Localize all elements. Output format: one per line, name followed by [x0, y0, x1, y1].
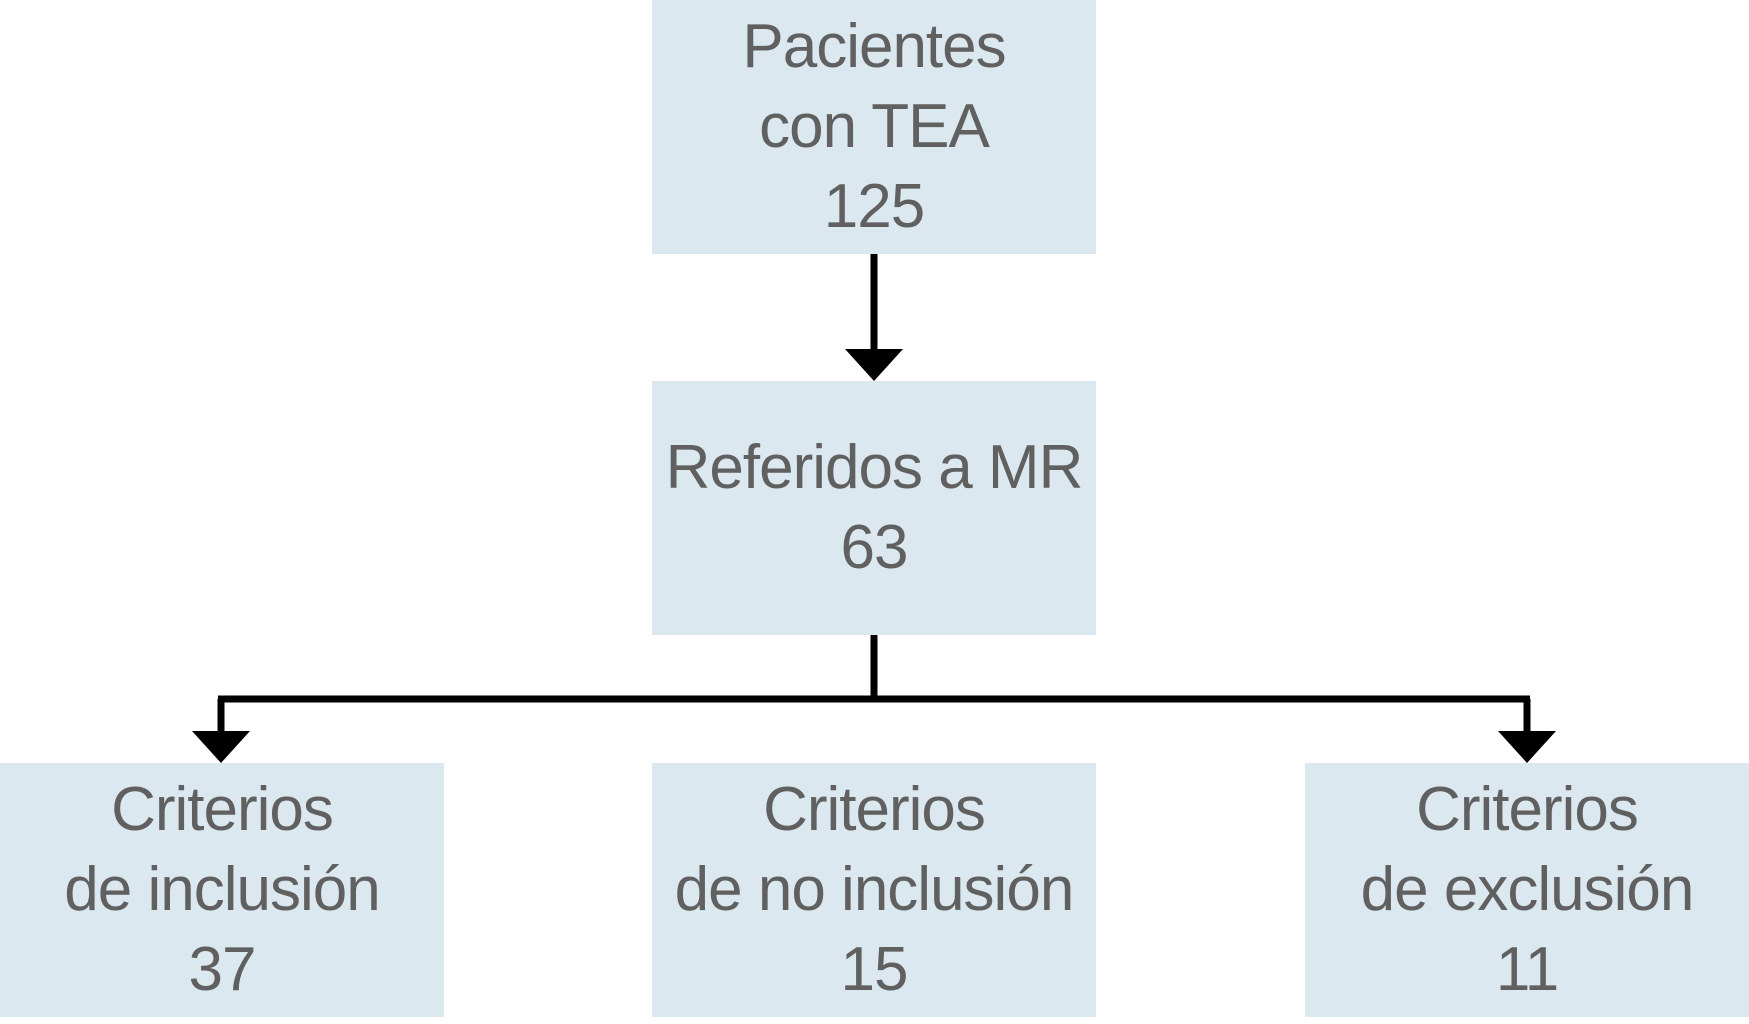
- node-line: Referidos a MR: [665, 433, 1084, 502]
- node-line: Criterios: [111, 775, 334, 844]
- node-line: Criterios: [1416, 775, 1639, 844]
- node-line: con TEA: [759, 92, 990, 161]
- node-count: 37: [188, 935, 257, 1004]
- node-line: de no inclusión: [674, 855, 1075, 924]
- node-line: de inclusión: [64, 855, 380, 924]
- node-criterios-de-inclusion: Criterios de inclusión 37: [0, 763, 444, 1017]
- node-count: 63: [840, 513, 909, 582]
- node-criterios-de-exclusion: Criterios de exclusión 11: [1305, 763, 1749, 1017]
- node-line: de exclusión: [1360, 855, 1695, 924]
- node-pacientes-con-tea: Pacientes con TEA 125: [652, 0, 1096, 254]
- node-referidos-a-mr: Referidos a MR 63: [652, 381, 1096, 635]
- node-criterios-de-no-inclusion: Criterios de no inclusión 15: [652, 763, 1096, 1017]
- node-line: Criterios: [763, 775, 986, 844]
- node-count: 11: [1495, 935, 1559, 1004]
- arrow-top-to-middle-head: [845, 349, 903, 381]
- arrow-to-left-head: [192, 731, 250, 763]
- arrow-to-right-head: [1498, 731, 1556, 763]
- node-count: 15: [840, 935, 909, 1004]
- node-count: 125: [823, 172, 925, 241]
- node-line: Pacientes: [742, 12, 1006, 81]
